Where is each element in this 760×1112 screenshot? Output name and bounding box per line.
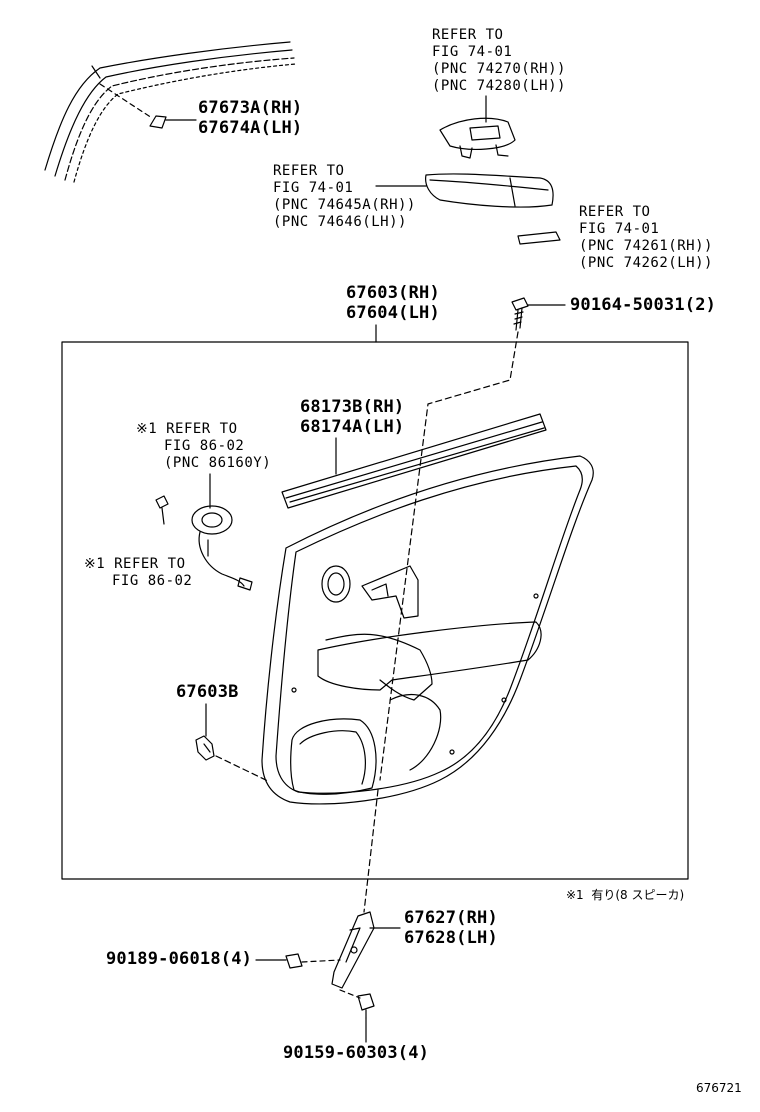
switch-base-part <box>439 117 516 159</box>
label-wire-ref-line1: ※1 REFER TO <box>84 556 186 572</box>
label-switch-ref-line3: (PNC 74270(RH)) <box>432 61 566 77</box>
label-nut: 90189-06018(4) <box>106 949 253 969</box>
weatherstrip-part <box>281 413 547 509</box>
clip-part <box>195 735 215 761</box>
label-armrest-ref-line1: REFER TO <box>273 163 345 179</box>
label-clip: 67603B <box>176 682 239 702</box>
roof-trim-part <box>149 115 167 129</box>
label-board-rh: 67603(RH) <box>346 283 440 303</box>
leader-board-to-bracket <box>363 789 379 913</box>
label-switch-ref-line2: FIG 74-01 <box>432 44 513 60</box>
speaker-screw-part <box>155 495 169 525</box>
label-speaker-ref-line2: FIG 86-02 <box>164 438 245 454</box>
label-footnote: ※1 有り(8 スピーカ) <box>566 888 685 902</box>
screw-top-part <box>511 297 529 331</box>
label-board-lh: 67604(LH) <box>346 303 440 323</box>
label-pad-ref-line4: (PNC 74262(LH)) <box>579 255 713 271</box>
label-roof-trim-lh: 67674A(LH) <box>198 118 303 138</box>
label-screw-top: 90164-50031(2) <box>570 295 717 315</box>
label-weatherstrip-lh: 68174A(LH) <box>300 417 405 437</box>
leader-clip-to-board <box>215 755 271 783</box>
label-speaker-ref-line1: ※1 REFER TO <box>136 421 238 437</box>
label-armrest-ref-line2: FIG 74-01 <box>273 180 354 196</box>
label-pad-ref-line1: REFER TO <box>579 204 651 220</box>
label-screw-bottom: 90159-60303(4) <box>283 1043 430 1063</box>
label-weatherstrip-rh: 68173B(RH) <box>300 397 405 417</box>
label-pad-ref-line3: (PNC 74261(RH)) <box>579 238 713 254</box>
label-bracket-lh: 67628(LH) <box>404 928 498 948</box>
leader-screw-to-board <box>379 331 519 781</box>
door-frame-strip <box>44 41 297 183</box>
speaker-part <box>191 505 253 591</box>
label-pad-ref-line2: FIG 74-01 <box>579 221 660 237</box>
label-armrest-ref-line4: (PNC 74646(LH)) <box>273 214 407 230</box>
nut-part <box>285 953 303 969</box>
screw-bottom-part <box>357 993 375 1019</box>
label-armrest-ref-line3: (PNC 74645A(RH)) <box>273 197 416 213</box>
assembly-box <box>61 341 689 880</box>
label-wire-ref-line2: FIG 86-02 <box>112 573 193 589</box>
leader-nut-to-bracket <box>301 959 341 963</box>
door-trim-board-part <box>261 455 594 805</box>
label-roof-trim-rh: 67673A(RH) <box>198 98 303 118</box>
leader-roof-trim <box>99 83 153 119</box>
armrest-part <box>425 173 554 208</box>
leader-screw-to-bracket <box>339 989 361 999</box>
figure-number: 676721 <box>696 1081 742 1095</box>
label-switch-ref-line1: REFER TO <box>432 27 504 43</box>
label-switch-ref-line4: (PNC 74280(LH)) <box>432 78 566 94</box>
label-bracket-rh: 67627(RH) <box>404 908 498 928</box>
label-speaker-ref-line3: (PNC 86160Y) <box>164 455 272 471</box>
pad-part <box>517 231 561 245</box>
bracket-part <box>331 911 375 989</box>
